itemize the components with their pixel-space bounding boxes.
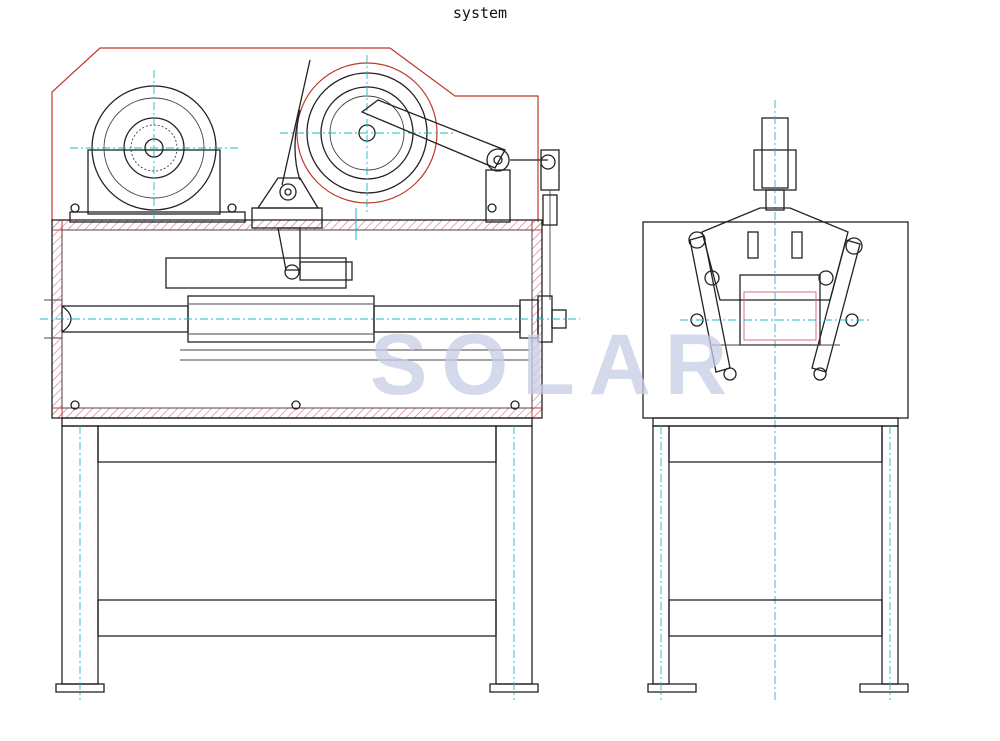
front-stand <box>55 417 539 700</box>
side-stand <box>647 417 909 700</box>
front-view <box>40 47 580 700</box>
top-housing-outline <box>51 47 539 222</box>
connecting-rod <box>360 99 560 300</box>
cylinder-assembly <box>40 257 580 361</box>
box-bolts <box>70 203 520 410</box>
caption: system <box>452 4 508 22</box>
side-view <box>642 100 909 700</box>
motor-pulley <box>69 70 246 226</box>
top-guide <box>753 100 797 700</box>
rocker-bracket <box>251 59 357 280</box>
clamp-mechanism <box>680 207 870 381</box>
watermark: SOLAR <box>370 317 741 413</box>
